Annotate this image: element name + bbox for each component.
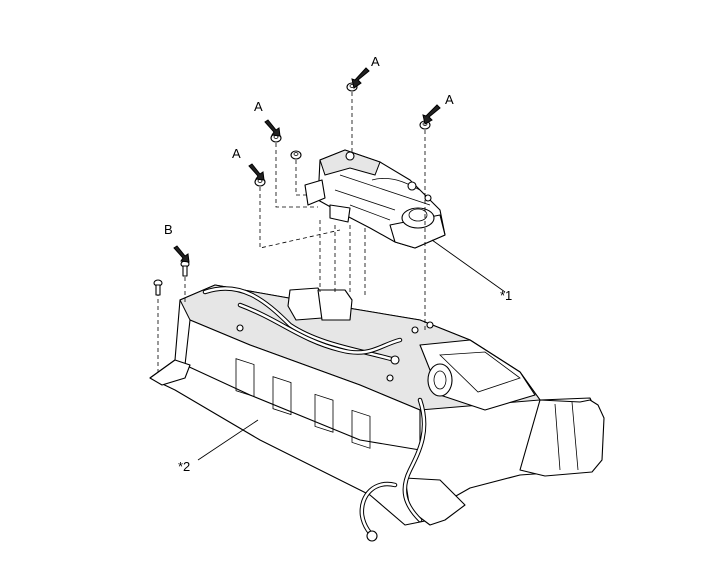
arrow-b [173, 245, 190, 263]
leader-part1 [431, 239, 506, 293]
alignment-lines [157, 92, 426, 372]
arrow-a-top [351, 67, 370, 89]
arrows [173, 67, 441, 263]
label-a-mid: A [254, 99, 263, 114]
bolt-left [153, 279, 163, 296]
label-part1: *1 [500, 288, 512, 303]
arrow-a-right [422, 104, 441, 125]
upper-component [304, 149, 446, 249]
arrow-a-mid [264, 119, 281, 137]
arrow-a-left [248, 163, 265, 181]
leader-part2 [197, 419, 259, 461]
label-a-right: A [445, 92, 454, 107]
label-part2: *2 [178, 459, 190, 474]
label-a-left: A [232, 146, 241, 161]
lower-assembly [149, 284, 605, 542]
bolt-b [180, 260, 190, 277]
nut-plain [290, 150, 302, 160]
label-b: B [164, 222, 173, 237]
label-a-top: A [371, 54, 380, 69]
